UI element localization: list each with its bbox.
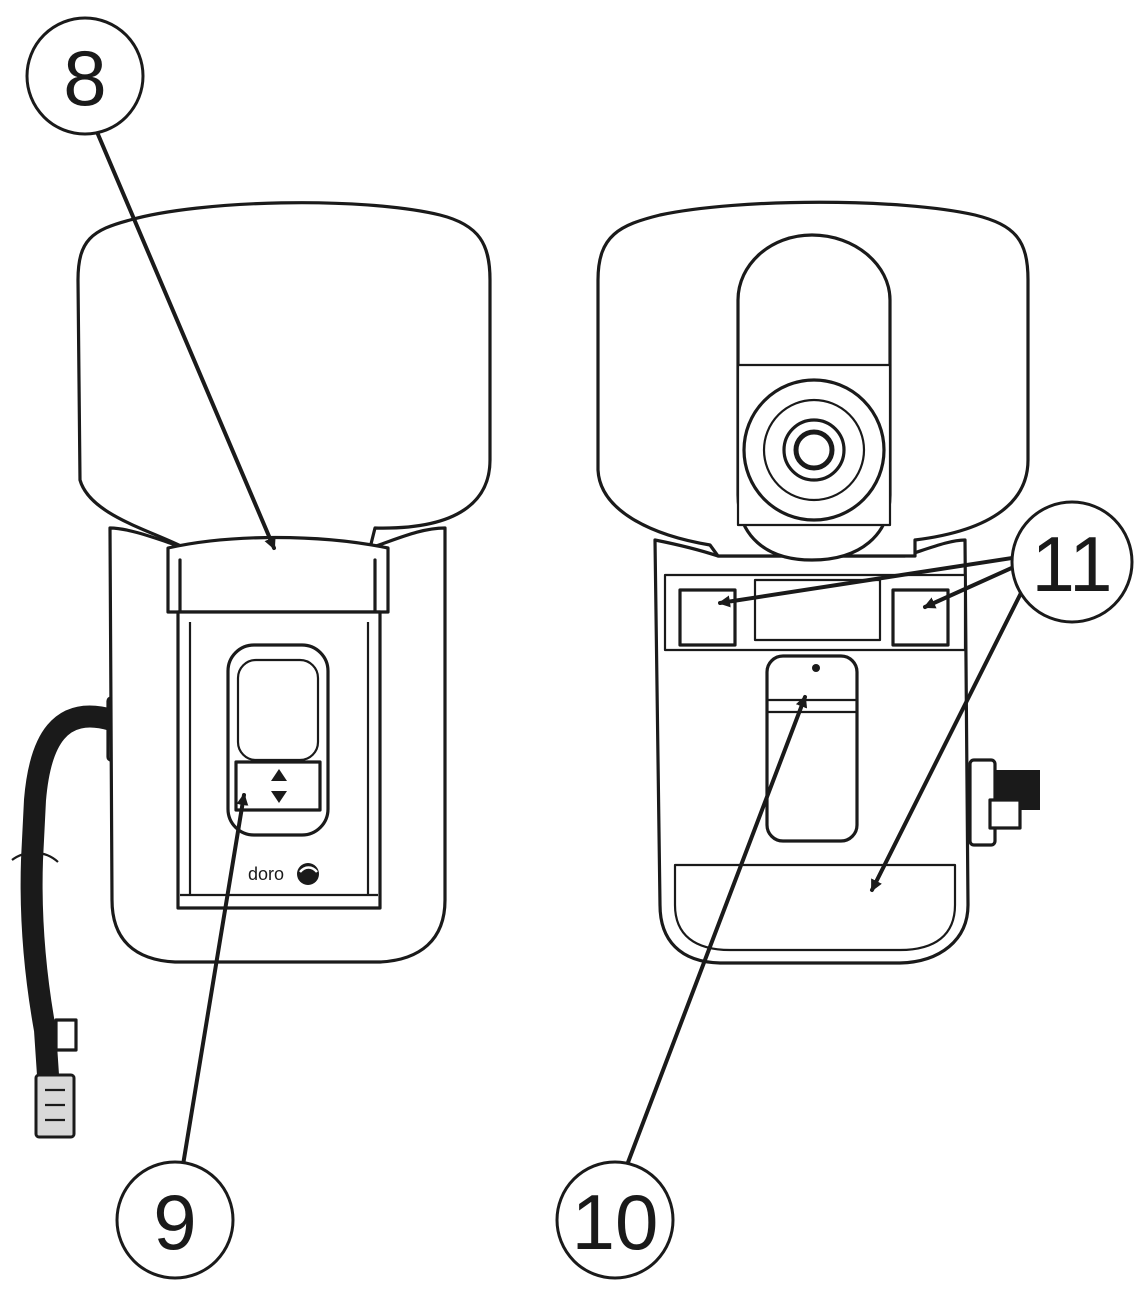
callout-11: 11: [1010, 500, 1134, 624]
belt-clip[interactable]: [765, 654, 859, 843]
volume-button[interactable]: [234, 760, 322, 812]
battery-contact-left: [678, 588, 737, 647]
top-cover: [76, 201, 492, 550]
bottom-recess: [673, 863, 957, 952]
phone-cable-connector-icon: [11, 696, 124, 1139]
battery-contact-right: [891, 588, 950, 647]
front-view-device: doro: [11, 201, 492, 1139]
callout-10: 10: [555, 1160, 675, 1280]
callout-8: 8: [25, 16, 145, 136]
callout-9: 9: [115, 1160, 235, 1280]
cradle-band: [166, 535, 390, 614]
back-view-device: [596, 200, 1040, 965]
leader-lines: [95, 130, 1032, 1167]
callout-9-label: 9: [153, 1178, 196, 1266]
callout-10-label: 10: [572, 1178, 659, 1266]
cable-connector: [968, 758, 1040, 847]
callout-8-label: 8: [63, 34, 106, 122]
callout-11-label: 11: [1032, 520, 1113, 608]
doro-logo-icon: [297, 863, 319, 885]
up-down-arrows-icon: [271, 769, 287, 803]
brand-label: doro: [248, 864, 284, 884]
